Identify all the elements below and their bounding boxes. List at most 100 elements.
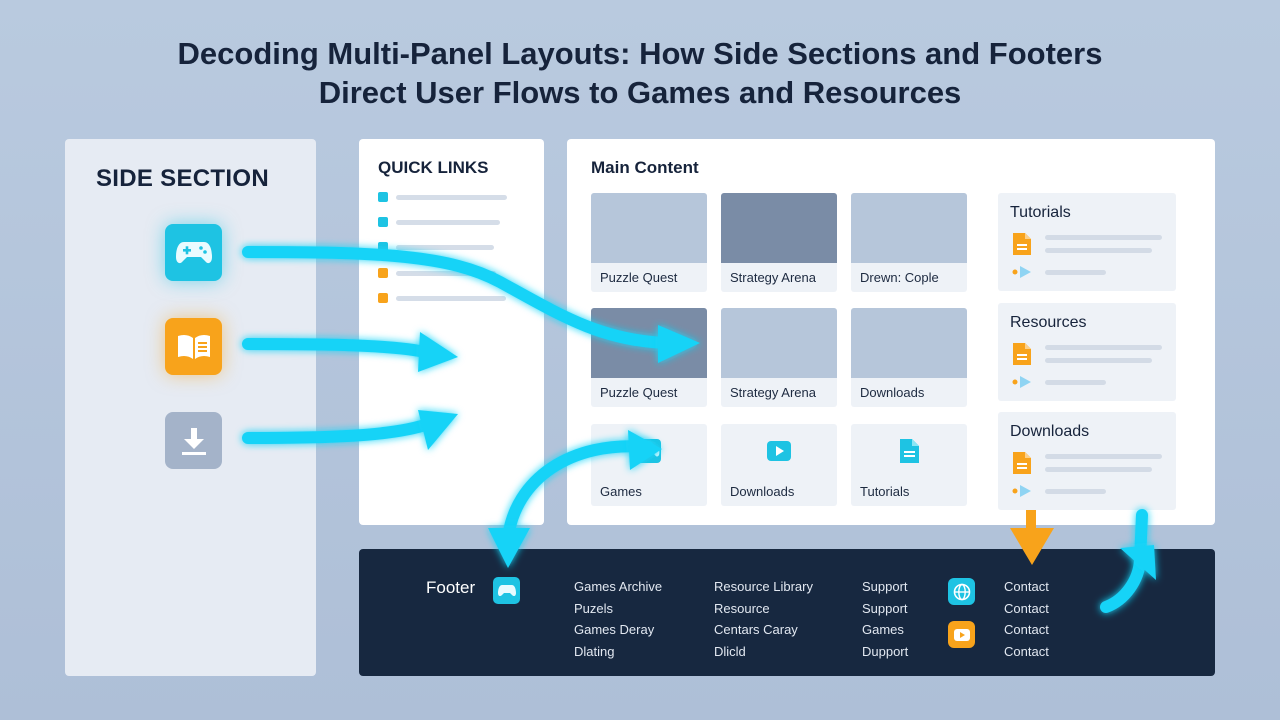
side-book-button[interactable] [165,318,222,375]
side-game-button[interactable] [165,224,222,281]
resource-placeholder-line [1045,467,1152,472]
resource-title: Downloads [1010,423,1090,440]
footer-link[interactable]: Dlating [574,644,615,660]
footer-link[interactable]: Games Archive [574,579,663,594]
document-icon [1013,233,1031,255]
downloads-card[interactable]: Downloads [851,308,967,407]
game-card[interactable]: Puzzle Quest [591,193,707,292]
downloads-video-card[interactable]: Downloads [721,424,837,506]
game-card[interactable]: Drewn: Cople [851,193,967,292]
quick-link-bullet [378,242,388,252]
game-card[interactable]: Strategy Arena [721,193,837,292]
footer-link[interactable]: Contact [1004,622,1049,638]
quick-link-placeholder [396,296,506,301]
games-card[interactable]: Games [591,424,707,506]
resource-title: Tutorials [1010,204,1071,221]
card-thumbnail [721,308,837,378]
document-icon [896,438,922,464]
side-section-title: SIDE SECTION [96,165,269,192]
resource-placeholder-line [1045,489,1106,494]
quick-links-panel: QUICK LINKS [359,139,544,525]
footer-column-games: Games Archive Puzels Games Deray Dlating [574,576,662,663]
play-arrow-icon [1012,266,1031,278]
footer-globe-button[interactable] [948,578,975,605]
document-icon [1013,343,1031,365]
footer-link[interactable]: Puzels [574,600,614,616]
footer-link[interactable]: Games [862,622,904,638]
card-label: Downloads [730,484,795,499]
footer-link[interactable]: Resource [714,600,770,616]
footer-link[interactable]: Contact [1004,600,1049,616]
resource-placeholder-line [1045,235,1162,240]
quick-links-title: QUICK LINKS [378,158,489,177]
card-thumbnail [721,193,837,263]
footer-link[interactable]: Centars Caray [714,622,798,638]
resource-title: Resources [1010,314,1087,331]
card-label: Games [600,484,642,499]
footer-panel: Footer Games Archive Puzels Games Deray … [359,549,1215,676]
card-label: Downloads [860,385,925,400]
card-thumbnail [851,308,967,378]
card-label: Puzzle Quest [600,270,678,285]
resource-box-tutorials[interactable]: Tutorials [998,193,1176,291]
play-icon [766,438,792,464]
footer-link[interactable]: Dlicld [714,644,746,660]
footer-link[interactable]: Contact [1004,579,1049,594]
resource-placeholder-line [1045,345,1162,350]
quick-link-item[interactable] [378,242,528,252]
play-icon [953,628,970,641]
quick-link-item[interactable] [378,217,528,227]
gamepad-icon [497,584,516,596]
resource-box-downloads[interactable]: Downloads [998,412,1176,510]
quick-link-bullet [378,268,388,278]
footer-link[interactable]: Contact [1004,644,1049,660]
card-label: Puzzle Quest [600,385,678,400]
play-arrow-icon [1012,485,1031,497]
footer-video-button[interactable] [948,621,975,648]
resource-placeholder-line [1045,248,1152,253]
side-download-button[interactable] [165,412,222,469]
footer-link[interactable]: Dupport [862,644,909,660]
quick-link-bullet [378,192,388,202]
title-line-1: Decoding Multi-Panel Layouts: How Side S… [177,36,1103,71]
footer-link[interactable]: Games Deray [574,622,655,638]
resource-box-resources[interactable]: Resources [998,303,1176,401]
quick-link-item[interactable] [378,192,528,202]
quick-link-item[interactable] [378,293,528,303]
game-card[interactable]: Puzzle Quest [591,308,707,407]
footer-gamepad-button[interactable] [493,577,520,604]
resource-placeholder-line [1045,358,1152,363]
gamepad-icon [636,438,662,464]
gamepad-icon [175,241,212,263]
footer-link[interactable]: Support [862,579,908,594]
card-label: Strategy Arena [730,385,816,400]
main-content-panel: Main Content Puzzle Quest Strategy Arena… [567,139,1215,525]
card-thumbnail [591,193,707,263]
book-icon [177,334,210,359]
quick-link-placeholder [396,271,496,276]
title-line-2: Direct User Flows to Games and Resources [318,75,962,110]
quick-link-bullet [378,217,388,227]
footer-title: Footer [426,578,476,597]
globe-icon [953,583,970,600]
resource-placeholder-line [1045,380,1106,385]
quick-link-placeholder [396,195,507,200]
footer-column-support: Support Support Games Dupport [862,576,908,663]
quick-link-bullet [378,293,388,303]
footer-link[interactable]: Support [862,600,908,616]
main-content-title: Main Content [591,158,699,177]
card-thumbnail [591,308,707,378]
footer-link[interactable]: Resource Library [714,579,813,594]
footer-column-contact: Contact Contact Contact Contact [1004,576,1049,663]
quick-link-placeholder [396,245,494,250]
resource-placeholder-line [1045,454,1162,459]
quick-link-placeholder [396,220,500,225]
game-card[interactable]: Strategy Arena [721,308,837,407]
card-thumbnail [851,193,967,263]
document-icon [1013,452,1031,474]
resource-placeholder-line [1045,270,1106,275]
page-title: Decoding Multi-Panel Layouts: How Side S… [0,34,1280,112]
card-label: Drewn: Cople [860,270,939,285]
tutorials-card[interactable]: Tutorials [851,424,967,506]
quick-link-item[interactable] [378,268,528,278]
